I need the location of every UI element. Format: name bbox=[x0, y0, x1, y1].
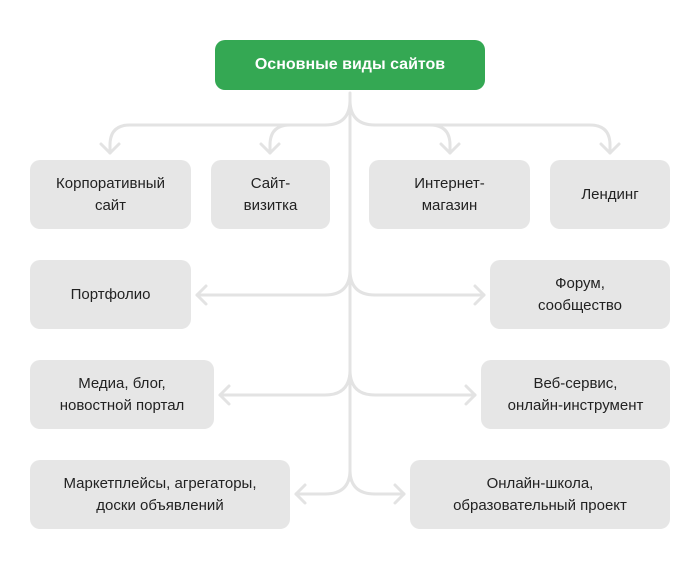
node-media-blog: Медиа, блог, новостной портал bbox=[30, 360, 214, 429]
node-forum: Форум, сообщество bbox=[490, 260, 670, 329]
branch-school bbox=[348, 468, 406, 496]
node-label: Корпоративный сайт bbox=[56, 174, 165, 214]
arrow-marketplace bbox=[294, 483, 307, 505]
arrow-corporate bbox=[99, 142, 121, 155]
node-web-service: Веб-сервис, онлайн-инструмент bbox=[481, 360, 670, 429]
arrow-forum bbox=[473, 284, 486, 306]
node-label: Маркетплейсы, агрегаторы, доски объявлен… bbox=[63, 474, 257, 514]
arrow-webservice bbox=[464, 384, 477, 406]
node-portfolio: Портфолио bbox=[30, 260, 191, 329]
node-online-shop: Интернет- магазин bbox=[369, 160, 530, 229]
branch-landing bbox=[428, 123, 612, 155]
arrow-media bbox=[218, 384, 231, 406]
node-label: Онлайн-школа, образовательный проект bbox=[453, 474, 627, 514]
branch-portfolio bbox=[195, 268, 352, 297]
branch-marketplace bbox=[294, 468, 352, 496]
root-label: Основные виды сайтов bbox=[254, 56, 446, 73]
node-label: Интернет- магазин bbox=[414, 174, 485, 214]
node-label: Лендинг bbox=[581, 185, 639, 203]
arrow-shop bbox=[439, 142, 461, 155]
node-label: Портфолио bbox=[70, 285, 151, 303]
node-label: Медиа, блог, новостной портал bbox=[59, 374, 185, 414]
node-corporate-site: Корпоративный сайт bbox=[30, 160, 191, 229]
node-online-school: Онлайн-школа, образовательный проект bbox=[410, 460, 670, 529]
node-business-card-site: Сайт- визитка bbox=[211, 160, 330, 229]
node-marketplaces: Маркетплейсы, агрегаторы, доски объявлен… bbox=[30, 460, 290, 529]
arrow-school bbox=[393, 483, 406, 505]
arrow-portfolio bbox=[195, 284, 208, 306]
node-label: Сайт- визитка bbox=[243, 174, 298, 214]
branch-corporate bbox=[108, 123, 292, 155]
root-node: Основные виды сайтов bbox=[215, 40, 485, 90]
node-landing: Лендинг bbox=[550, 160, 670, 229]
arrow-vizitka bbox=[259, 142, 281, 155]
branch-webservice bbox=[348, 368, 477, 397]
node-label: Веб-сервис, онлайн-инструмент bbox=[507, 374, 644, 414]
branch-media bbox=[218, 368, 352, 397]
branch-forum bbox=[348, 268, 486, 297]
arrow-landing bbox=[599, 142, 621, 155]
node-label: Форум, сообщество bbox=[538, 274, 622, 314]
